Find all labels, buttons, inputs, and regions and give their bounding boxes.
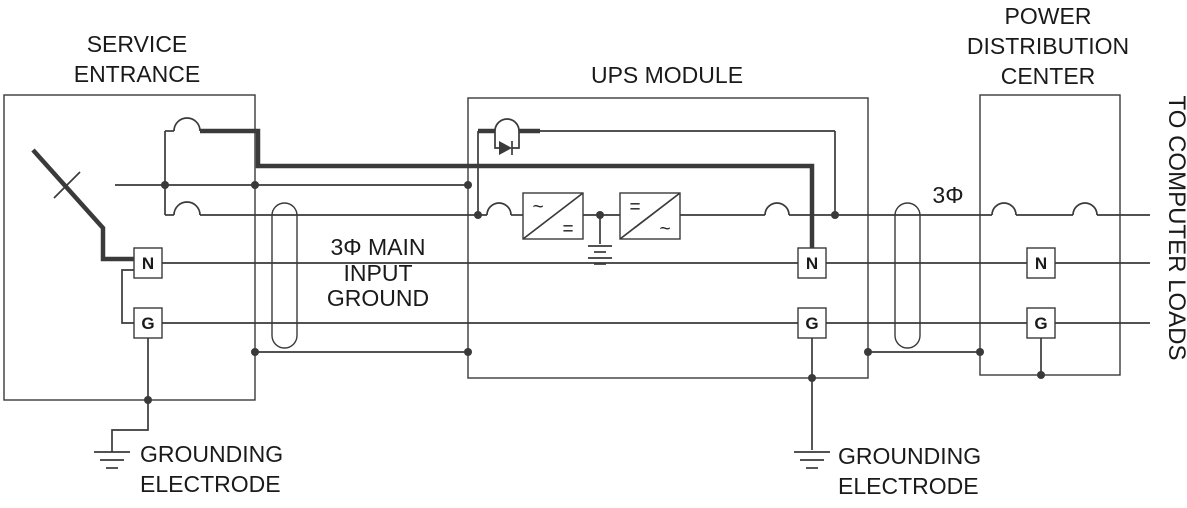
svg-text:3Φ MAIN: 3Φ MAIN (330, 234, 425, 260)
conduit-ups-to-pdc (894, 202, 921, 349)
service-entrance-enclosure (3, 94, 256, 401)
service-ground-terminal: G (133, 307, 163, 339)
svg-text:ELECTRODE: ELECTRODE (838, 473, 979, 499)
service-grounding-electrode-label: GROUNDING ELECTRODE (140, 441, 283, 497)
svg-text:N: N (142, 254, 154, 273)
svg-text:INPUT: INPUT (344, 260, 413, 286)
svg-text:GROUNDING: GROUNDING (140, 441, 283, 467)
rectifier-ac-symbol: ~ (532, 197, 543, 218)
junction-dots (144, 181, 1045, 404)
svg-text:SERVICE: SERVICE (87, 31, 188, 57)
inverter-ac-symbol: ~ (659, 219, 670, 240)
phase-conductor (165, 202, 1150, 216)
svg-text:N: N (1035, 254, 1047, 273)
service-neutral-ground-bond (121, 269, 134, 324)
inverter-dc-symbol: = (629, 197, 640, 218)
three-phase-label: 3Φ (932, 182, 963, 208)
svg-text:POWER: POWER (1005, 3, 1092, 29)
inverter-symbol: = ~ (619, 192, 681, 240)
svg-text:DISTRIBUTION: DISTRIBUTION (967, 33, 1129, 59)
ups-module-enclosure (467, 97, 869, 379)
rectifier-symbol: ~ = (522, 192, 584, 240)
battery-symbol (588, 215, 612, 265)
bold-neutral-run (200, 128, 815, 248)
svg-text:ELECTRODE: ELECTRODE (140, 471, 281, 497)
svg-text:ENTRANCE: ENTRANCE (74, 61, 201, 87)
ups-module-title: UPS MODULE (591, 62, 743, 88)
svg-text:CENTER: CENTER (1001, 63, 1096, 89)
svg-text:G: G (1034, 314, 1047, 333)
ups-grounding-electrode-label: GROUNDING ELECTRODE (838, 443, 981, 499)
service-grounding-electrode (94, 338, 149, 469)
ups-neutral-terminal: N (797, 247, 827, 279)
conduit-service-to-ups (271, 202, 298, 349)
service-main-breaker (173, 201, 201, 216)
to-computer-loads-label: TO COMPUTER LOADS (1163, 96, 1187, 361)
pdc-enclosure (979, 94, 1121, 376)
rectifier-dc-symbol: = (562, 219, 573, 240)
svg-text:G: G (805, 314, 818, 333)
main-input-ground-label: 3Φ MAIN INPUT GROUND (327, 234, 429, 311)
pdc-neutral-terminal: N (1026, 247, 1056, 279)
svg-text:GROUND: GROUND (327, 285, 429, 311)
svg-text:G: G (141, 314, 154, 333)
ups-grounding-electrode (794, 338, 830, 469)
service-entrance-title: SERVICE ENTRANCE (74, 31, 201, 87)
service-neutral-terminal: N (133, 247, 163, 279)
svg-text:N: N (806, 254, 818, 273)
service-disconnect-switch (31, 148, 134, 262)
static-switch-diode (494, 131, 520, 155)
ups-ground-terminal: G (797, 307, 827, 339)
pdc-title: POWER DISTRIBUTION CENTER (967, 3, 1129, 89)
service-bypass-breaker (165, 117, 201, 132)
svg-text:GROUNDING: GROUNDING (838, 443, 981, 469)
ups-static-bypass (477, 118, 836, 215)
pdc-ground-terminal: G (1026, 307, 1056, 339)
